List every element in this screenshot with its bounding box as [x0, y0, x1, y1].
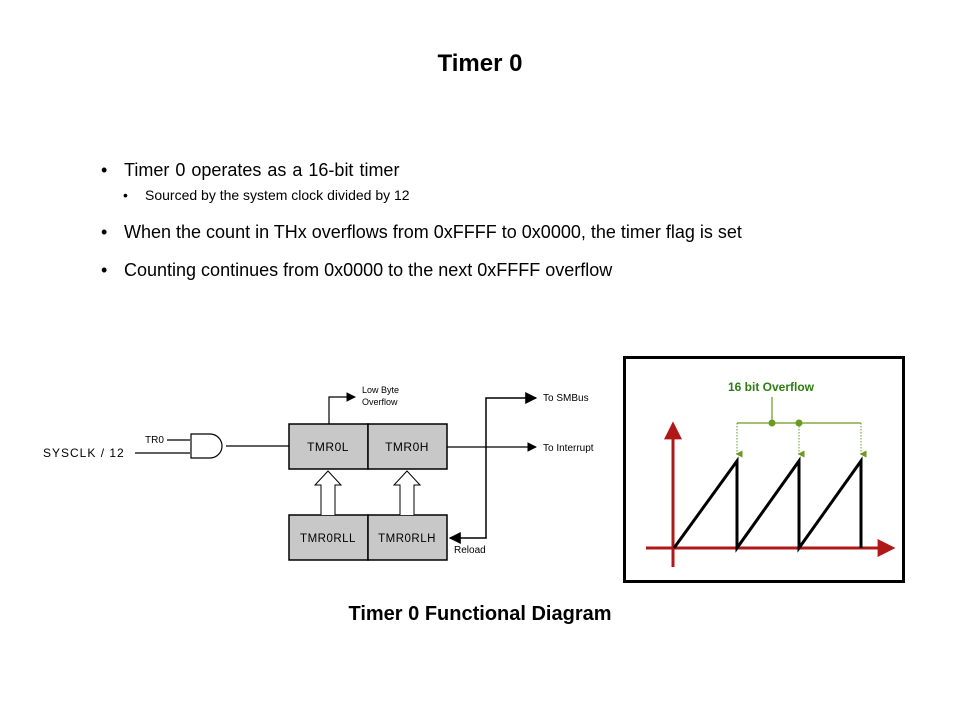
reload-label: Reload — [454, 545, 486, 556]
overflow-waveform-panel: 16 bit Overflow — [623, 356, 905, 583]
to-interrupt-label: To Interrupt — [543, 443, 594, 454]
low-byte-overflow-label-2: Overflow — [362, 397, 398, 407]
tmr0h-label: TMR0H — [385, 440, 429, 454]
bullet-icon: • — [123, 187, 128, 203]
tmr0l-register — [288, 423, 369, 470]
timer-block-diagram: SYSCLK / 12 TR0 TMR0L TMR0H TMR0RLL TMR0… — [43, 385, 594, 561]
reload-arrow-high-icon — [392, 470, 422, 515]
bullet-icon: • — [101, 260, 108, 280]
bullet-text: Counting continues from 0x0000 to the ne… — [124, 260, 613, 280]
and-gate-icon — [190, 433, 223, 459]
bullet-icon: • — [101, 222, 108, 242]
bullet-icon: • — [101, 160, 108, 180]
reload-wire — [448, 447, 487, 544]
low-byte-overflow-label-1: Low Byte — [362, 385, 399, 395]
tmr0l-label: TMR0L — [307, 440, 349, 454]
overflow-marker-dot — [768, 419, 776, 427]
diagram-caption: Timer 0 Functional Diagram — [348, 603, 612, 625]
overflow-label: 16 bit Overflow — [728, 380, 815, 394]
bullet-text: Sourced by the system clock divided by 1… — [145, 187, 410, 203]
overflow-waveform: 16 bit Overflow — [646, 380, 896, 567]
to-smbus-label: To SMBus — [543, 393, 589, 404]
tr0-label: TR0 — [145, 435, 164, 446]
tmr0rll-label: TMR0RLL — [300, 533, 356, 545]
low-byte-overflow-wire — [328, 392, 356, 424]
bullet-text: When the count in THx overflows from 0xF… — [124, 222, 742, 242]
slide-title: Timer 0 — [437, 50, 523, 77]
tmr0h-register — [367, 423, 448, 470]
bullet-text: Timer 0 operates as a 16-bit timer — [124, 160, 400, 180]
sysclk-label: SYSCLK / 12 — [43, 446, 125, 460]
reload-arrow-low-icon — [313, 470, 343, 515]
to-smbus-wire — [485, 392, 538, 447]
tmr0rlh-label: TMR0RLH — [378, 533, 436, 545]
sawtooth-wave — [672, 456, 863, 553]
tmr0rlh-register — [367, 514, 448, 561]
